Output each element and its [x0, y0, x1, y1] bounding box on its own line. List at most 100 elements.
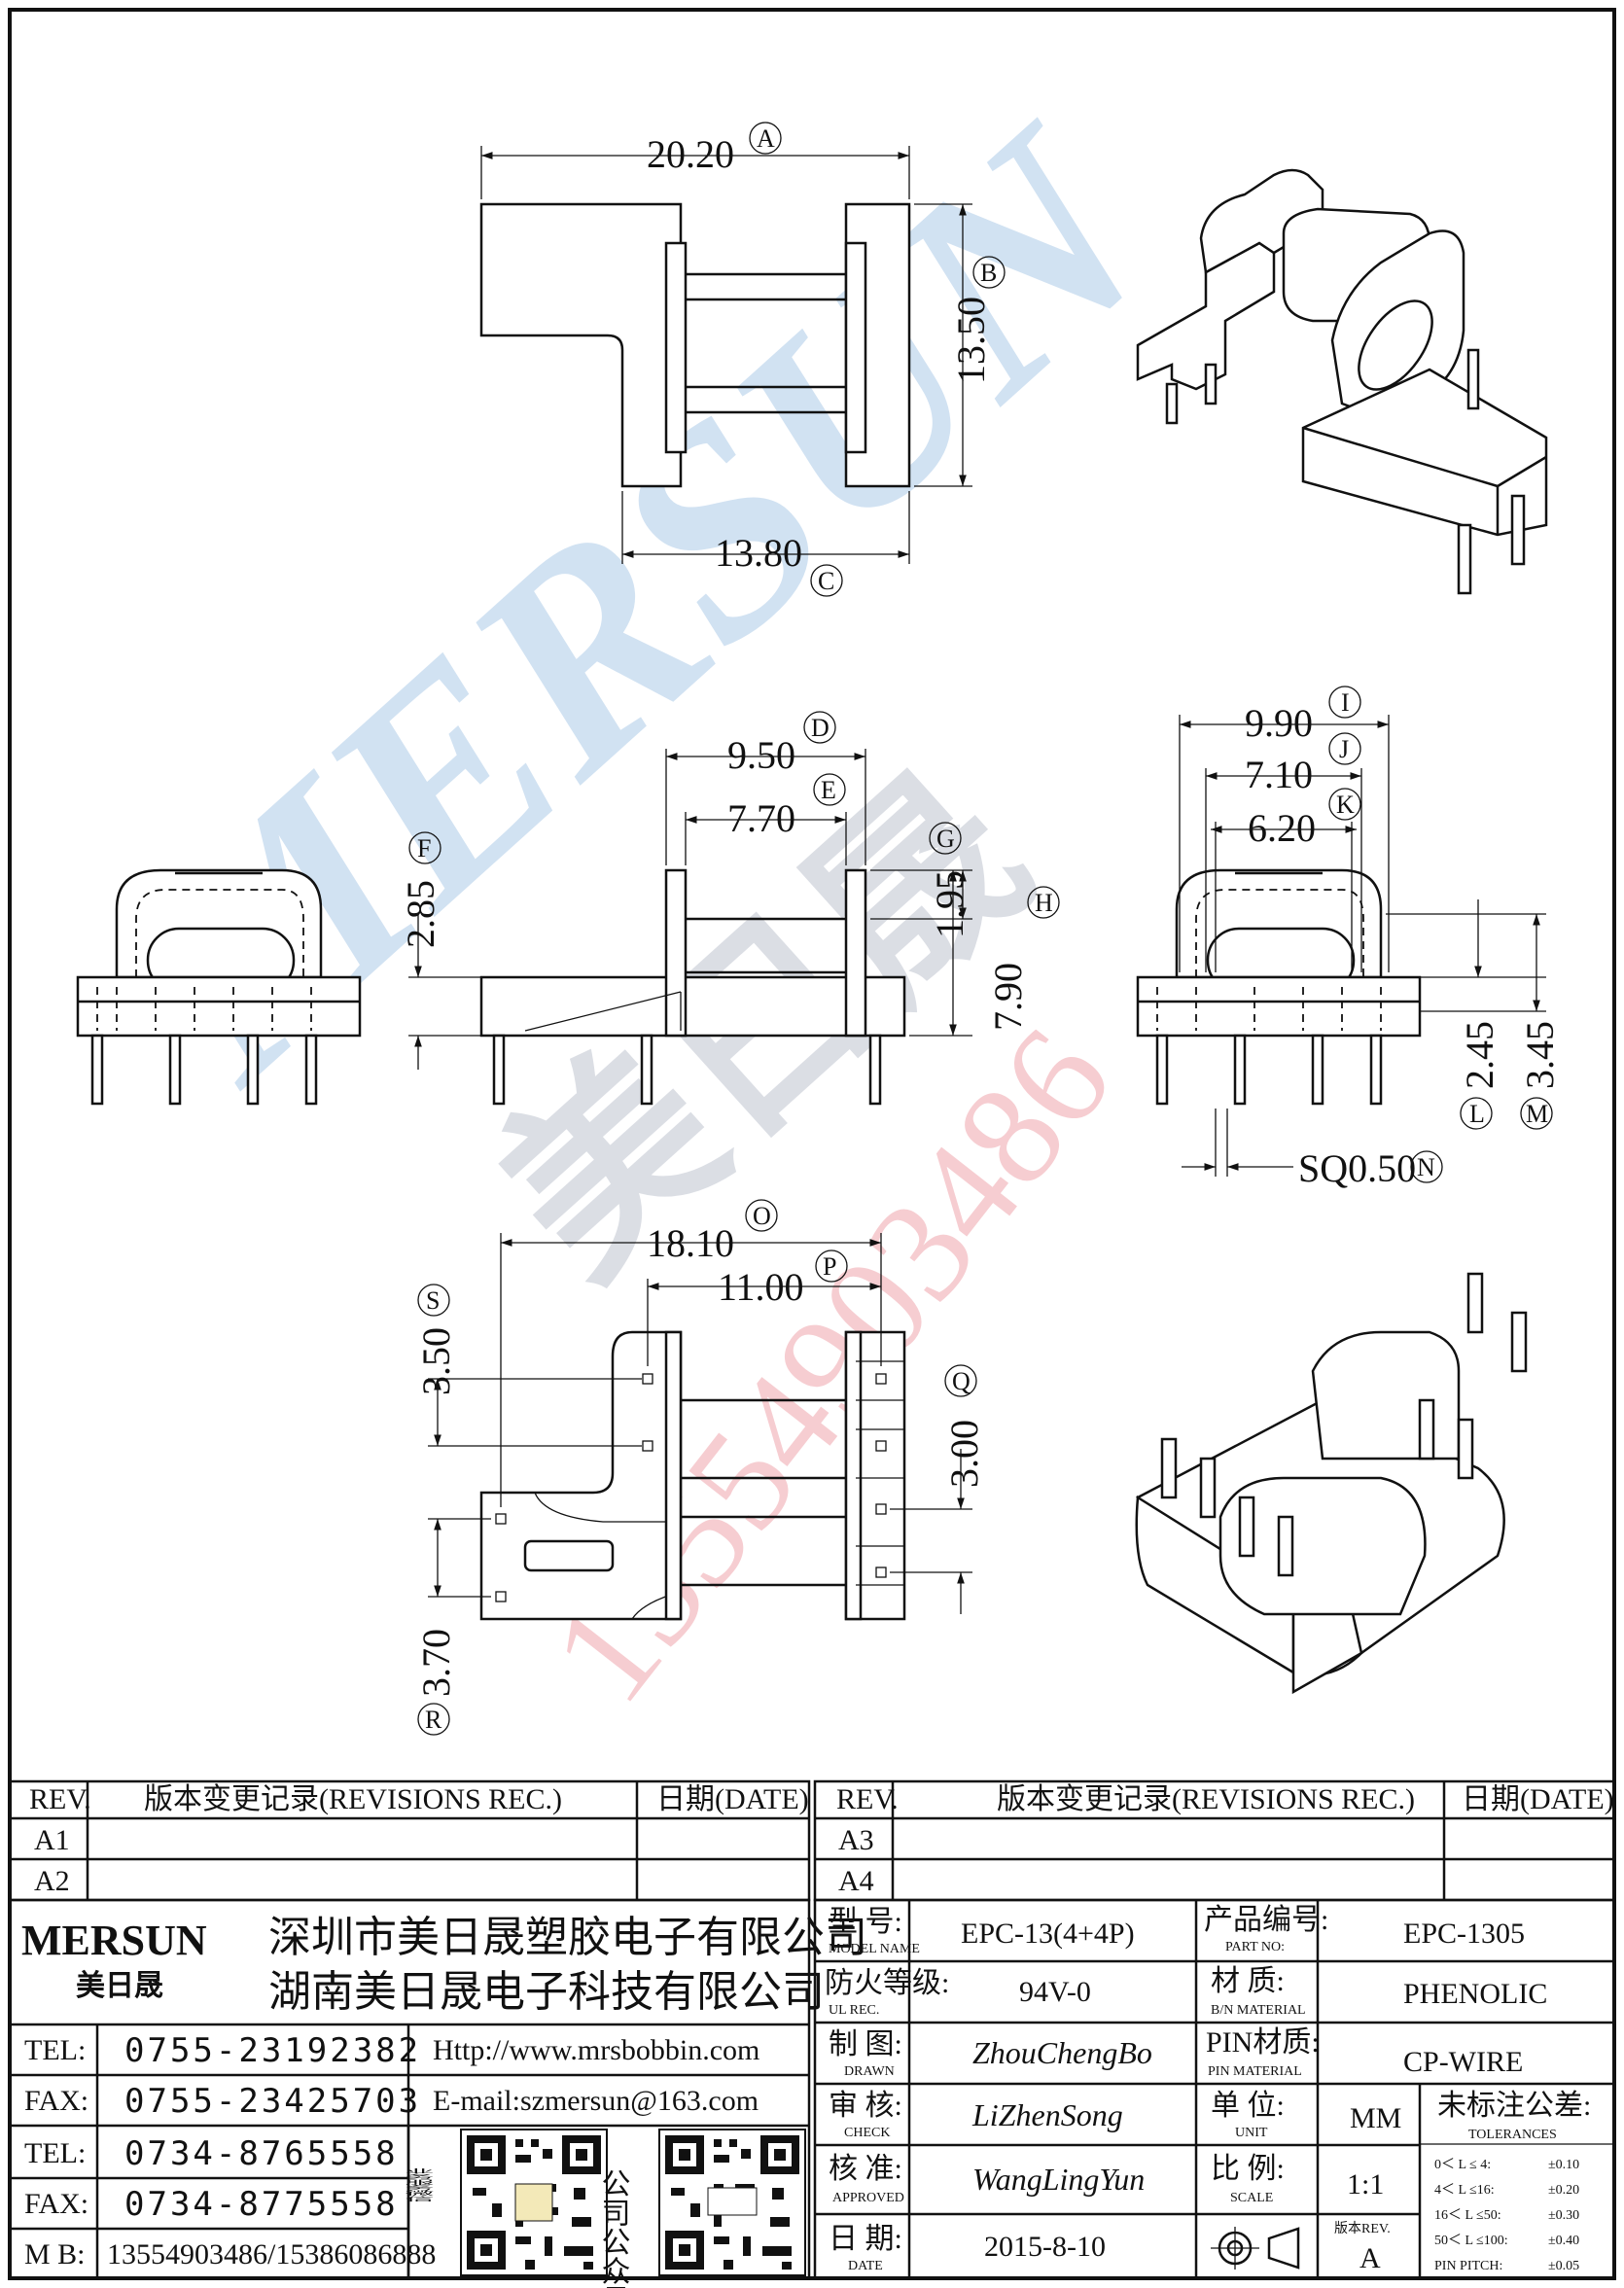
rev-right-col-date: 日期(DATE) [1462, 1783, 1614, 1815]
part-sub: PART NO: [1225, 1940, 1285, 1954]
check-sub: CHECK [844, 2126, 890, 2140]
rev-left-col-date: 日期(DATE) [656, 1783, 809, 1815]
front-view-left [76, 868, 362, 1106]
approved-label: 核 准: [829, 2153, 902, 2185]
tol-value-4: ±0.40 [1548, 2234, 1579, 2248]
qr2-label: 公司公众号 [597, 2168, 630, 2288]
dim-h-label: H [1035, 889, 1053, 917]
dim-n-value: SQ0.50 [1298, 1146, 1416, 1190]
mat-label: 材 质: [1211, 1965, 1285, 1997]
dim-d-value: 9.50 [727, 733, 795, 777]
drawn-label: 制 图: [829, 2028, 902, 2060]
dim-d-label: D [811, 714, 830, 742]
sheet-border [8, 8, 1616, 2280]
scale-value: 1:1 [1347, 2168, 1384, 2200]
dim-l-label: L [1469, 1100, 1485, 1128]
dim-a-value: 20.20 [647, 132, 734, 176]
tol-range-1: 0＜ L ≤ 4: [1434, 2158, 1491, 2172]
dim-e-label: E [821, 776, 836, 804]
dim-k-value: 6.20 [1248, 806, 1316, 850]
tolerance-table: 0＜ L ≤ 4: ±0.10 4＜ L ≤16: ±0.20 16＜ L ≤5… [1434, 2158, 1579, 2273]
model-label: 型 号: [829, 1906, 902, 1938]
rev-right-col-rev: REV. [836, 1783, 899, 1815]
dim-q-value: 3.00 [942, 1420, 986, 1488]
tol-range-4: 50＜ L ≤100: [1434, 2234, 1508, 2248]
dim-a-label: A [757, 124, 775, 153]
ver-value: A [1359, 2242, 1381, 2274]
tol-value-2: ±0.20 [1548, 2183, 1579, 2198]
dim-r-value: 3.70 [414, 1629, 458, 1697]
check-label: 审 核: [829, 2090, 902, 2122]
front-view-right [1136, 868, 1422, 1106]
dim-o-value: 18.10 [647, 1221, 734, 1265]
dim-l-value: 2.45 [1458, 1021, 1501, 1089]
rev-left-col-rev: REV. [29, 1783, 91, 1815]
dim-k-label: K [1336, 791, 1355, 819]
rev-right-row-1: A3 [838, 1824, 874, 1856]
contact-value-3: 0734-8765558 [124, 2134, 399, 2173]
website[interactable]: Http://www.mrsbobbin.com [433, 2034, 759, 2066]
model-value: EPC-13(4+4P) [961, 1918, 1135, 1950]
front-view-middle [479, 868, 906, 1106]
dim-q-label: Q [952, 1367, 971, 1395]
title-block: REV. 版本变更记录(REVISIONS REC.) 日期(DATE) A1 … [8, 1779, 1616, 2288]
dim-g-label: G [936, 825, 955, 853]
dim-p-label: P [823, 1252, 836, 1281]
qr-official-account: 公司公众号 [597, 2129, 806, 2288]
unit-sub: UNIT [1235, 2126, 1268, 2140]
unit-value: MM [1350, 2102, 1401, 2134]
dim-s-label: S [426, 1286, 440, 1315]
dim-c-label: C [818, 567, 834, 595]
ul-value: 94V-0 [1019, 1976, 1091, 2008]
company-logo: MERSUN [21, 1917, 207, 1964]
dim-e-value: 7.70 [727, 796, 795, 840]
tolerance-sub: TOLERANCES [1468, 2128, 1557, 2142]
mat-sub: B/N MATERIAL [1211, 2003, 1306, 2018]
dim-f-value: 2.85 [399, 880, 442, 948]
contact-label-5: M B: [24, 2238, 86, 2270]
dim-i-label: I [1341, 688, 1350, 717]
pin-label: PIN材质: [1206, 2026, 1320, 2059]
tol-value-3: ±0.30 [1548, 2208, 1579, 2223]
company-logo-cn: 美日晟 [76, 1969, 163, 2002]
isometric-view-top [1136, 168, 1548, 595]
model-sub: MODEL NAME [829, 1942, 920, 1956]
dim-f-label: F [417, 834, 431, 862]
email[interactable]: E-mail:szmersun@163.com [433, 2085, 759, 2117]
qr-wechat-service: 业务服务微信 [401, 2129, 608, 2276]
dim-j-label: J [1339, 735, 1349, 763]
contact-label-1: TEL: [24, 2034, 86, 2066]
contact-label-2: FAX: [24, 2085, 88, 2117]
check-value: LiZhenSong [971, 2097, 1123, 2132]
company-name-2: 湖南美日晟电子科技有限公司 [268, 1967, 825, 2017]
rev-right-row-2: A4 [838, 1865, 874, 1897]
contact-value-4: 0734-8775558 [124, 2185, 399, 2224]
dim-b-label: B [980, 259, 997, 287]
rev-left-row-2: A2 [34, 1865, 70, 1897]
dim-b-value: 13.50 [949, 297, 993, 384]
unit-label: 单 位: [1211, 2090, 1285, 2122]
contact-label-3: TEL: [24, 2137, 86, 2169]
pin-sub: PIN MATERIAL [1208, 2064, 1302, 2079]
dim-j-value: 7.10 [1245, 753, 1313, 796]
company-name-1: 深圳市美日晟塑胶电子有限公司 [268, 1913, 867, 1962]
part-value: EPC-1305 [1403, 1918, 1525, 1950]
bottom-view [479, 1330, 906, 1621]
mat-value: PHENOLIC [1403, 1978, 1547, 2010]
contact-value-1: 0755-23192382 [124, 2031, 421, 2070]
top-view: 20.20 A 13.50 B 13.80 C [479, 122, 1006, 597]
dim-i-value: 9.90 [1245, 701, 1313, 745]
tol-value-1: ±0.10 [1548, 2158, 1579, 2172]
dim-m-label: M [1526, 1100, 1548, 1128]
dim-n-label: N [1417, 1153, 1435, 1181]
date-sub: DATE [848, 2259, 883, 2273]
tol-value-5: ±0.05 [1548, 2259, 1579, 2273]
pin-value: CP-WIRE [1403, 2046, 1523, 2078]
date-label: 日 期: [829, 2223, 902, 2255]
tol-range-3: 16＜ L ≤50: [1434, 2208, 1501, 2223]
tolerance-label: 未标注公差: [1437, 2090, 1591, 2122]
drawn-sub: DRAWN [844, 2064, 895, 2079]
rev-right-col-rec: 版本变更记录(REVISIONS REC.) [997, 1783, 1415, 1815]
contact-value-5: 13554903486/15386086888 [107, 2238, 436, 2270]
